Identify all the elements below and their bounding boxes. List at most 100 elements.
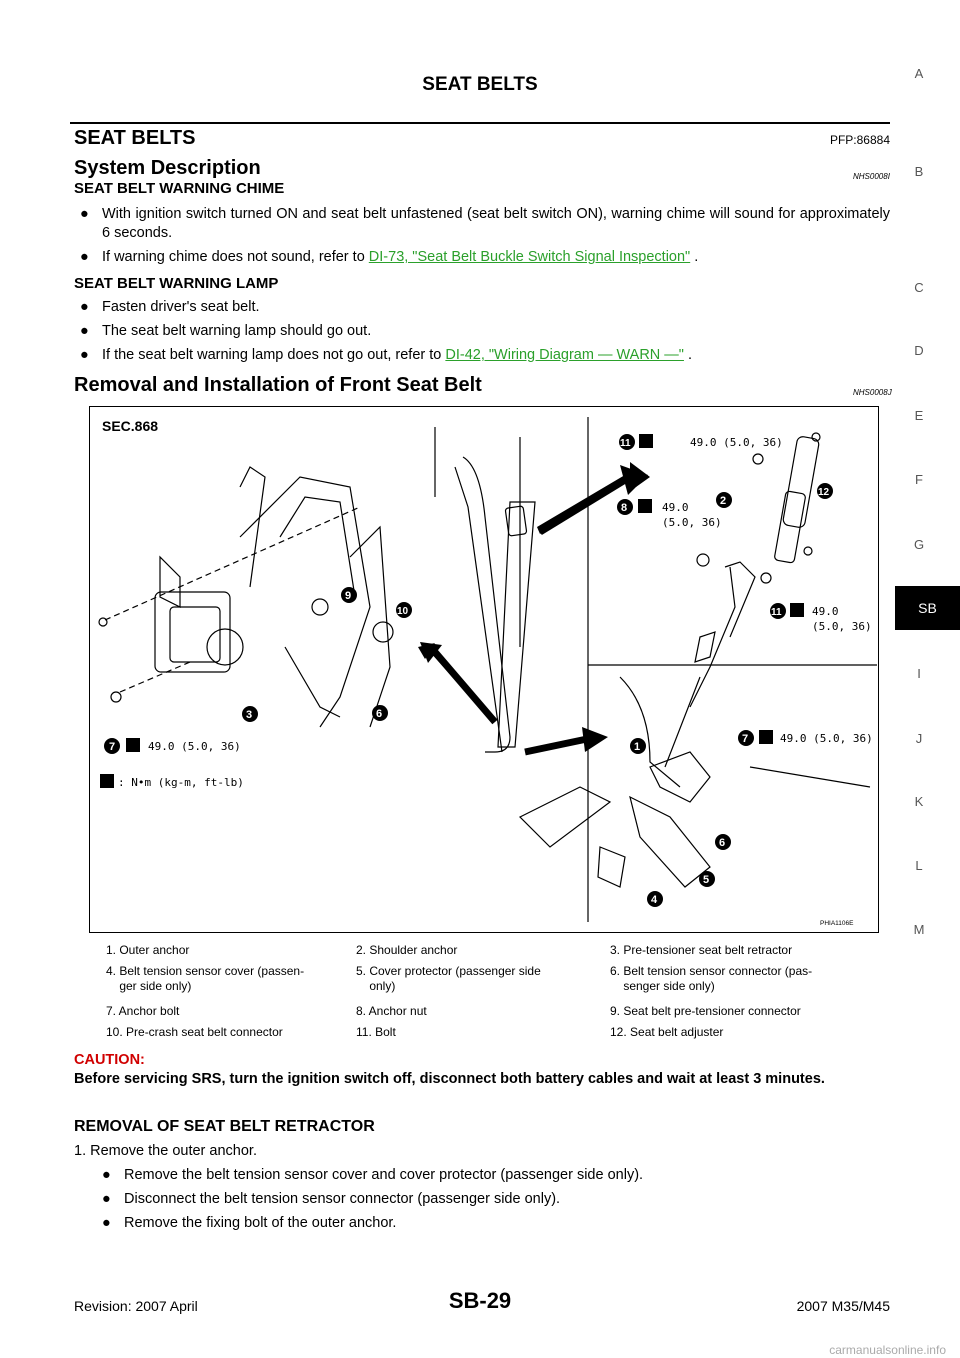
retractor-heading: REMOVAL OF SEAT BELT RETRACTOR (74, 1118, 375, 1135)
chime-bullet-2: ● If warning chime does not sound, refer… (80, 248, 890, 268)
torque-text: 49.0 (5.0, 36) (690, 436, 783, 449)
legend-item-4: 4. Belt tension sensor cover (passen- ge… (106, 964, 305, 993)
callout-11: 11 (771, 607, 782, 618)
bullet-dot: ● (80, 299, 89, 315)
torque-text-line1: 49.0 (662, 501, 689, 514)
legend-item-6: 6. Belt tension sensor connector (pas- s… (610, 964, 813, 993)
wrench-icon (759, 730, 773, 744)
side-index-k[interactable]: K (914, 794, 924, 809)
bullet-dot: ● (80, 249, 89, 265)
wrench-icon (790, 603, 804, 617)
callout-7: 7 (109, 741, 115, 753)
side-index-e[interactable]: E (914, 408, 924, 423)
bullet-dot: ● (102, 1191, 111, 1207)
watermark: carmanualsonline.info (829, 1343, 946, 1357)
footer-model: 2007 M35/M45 (796, 1298, 890, 1314)
side-index-j[interactable]: J (915, 731, 923, 746)
side-index-l[interactable]: L (915, 858, 923, 873)
callout-7: 7 (742, 733, 748, 745)
bullet-text: Fasten driver's seat belt. (102, 299, 260, 315)
legend-item-9: 9. Seat belt pre-tensioner connector (610, 1004, 801, 1018)
figure-code: PHIA1106E (820, 920, 854, 927)
bullet-text: Remove the belt tension sensor cover and… (124, 1167, 644, 1183)
legend-item-2: 2. Shoulder anchor (356, 943, 458, 957)
side-index-g[interactable]: G (913, 537, 925, 552)
torque-unit-legend: : N•m (kg-m, ft-lb) (100, 774, 244, 789)
side-index-d[interactable]: D (914, 343, 924, 358)
retractor-bullet-1: ● Remove the belt tension sensor cover a… (102, 1166, 882, 1186)
section-title: SEAT BELTS (74, 127, 196, 149)
callout-12: 12 (818, 487, 830, 498)
caution-text: Before servicing SRS, turn the ignition … (74, 1071, 825, 1087)
bullet-dot: ● (80, 323, 89, 339)
bullet-text: The seat belt warning lamp should go out… (102, 323, 372, 339)
retractor-step-1: 1. Remove the outer anchor. (74, 1143, 257, 1159)
legend-item-8: 8. Anchor nut (356, 1004, 427, 1018)
callout-11: 11 (620, 438, 631, 449)
torque-spec-top-11: 11 49.0 (5.0, 36) (619, 434, 783, 450)
lamp-bullet-3: ● If the seat belt warning lamp does not… (80, 346, 890, 366)
chime-heading: SEAT BELT WARNING CHIME (74, 180, 285, 197)
bullet-text-lead: If warning chime does not sound, refer t… (102, 249, 365, 265)
torque-unit-text: : N•m (kg-m, ft-lb) (118, 776, 244, 789)
figure-section-label: SEC.868 (102, 418, 158, 434)
seat-belt-illustration: SEC.868 PHIA1106E 7 49.0 (5.0, 36) : N•m… (98, 417, 877, 927)
seat-belt-figure: SEC.868 PHIA1106E 7 49.0 (5.0, 36) : N•m… (89, 406, 879, 933)
side-index-f[interactable]: F (915, 472, 923, 487)
side-index-b[interactable]: B (914, 164, 924, 179)
link-di-42[interactable]: DI-42, "Wiring Diagram — WARN —" (445, 347, 684, 363)
lamp-bullet-1: ● Fasten driver's seat belt. (80, 298, 890, 318)
legend-item-10: 10. Pre-crash seat belt connector (106, 1025, 283, 1039)
bullet-dot: ● (102, 1167, 111, 1183)
header-rule (70, 122, 890, 124)
removal-heading: Removal and Installation of Front Seat B… (74, 374, 482, 396)
torque-spec-lower-11: 11 49.0 (5.0, 36) (770, 603, 872, 633)
side-index-c[interactable]: C (914, 280, 924, 295)
bullet-dot: ● (80, 206, 89, 222)
retractor-bullet-2: ● Disconnect the belt tension sensor con… (102, 1190, 882, 1210)
callout-2: 2 (720, 495, 726, 507)
callout-10: 10 (397, 606, 409, 617)
callout-6: 6 (376, 708, 382, 720)
side-index-m[interactable]: M (913, 922, 925, 937)
side-index-sb-active[interactable]: SB (895, 586, 960, 630)
link-di-73[interactable]: DI-73, "Seat Belt Buckle Switch Signal I… (368, 249, 691, 265)
wrench-icon (638, 499, 652, 513)
footer-page-number: SB-29 (448, 1288, 512, 1313)
torque-spec-left: 7 49.0 (5.0, 36) (104, 738, 241, 754)
lamp-bullet-2: ● The seat belt warning lamp should go o… (80, 322, 890, 342)
bullet-text: With ignition switch turned ON and seat … (102, 206, 890, 241)
chime-bullet-1: ● With ignition switch turned ON and sea… (80, 205, 890, 245)
page-header-title: SEAT BELTS (422, 74, 538, 95)
bullet-dot: ● (80, 347, 89, 363)
wrench-icon (100, 774, 114, 788)
torque-spec-right-7: 7 49.0 (5.0, 36) (738, 730, 873, 746)
bullet-text-tail: . (690, 249, 699, 265)
bullet-text-tail: . (683, 347, 693, 363)
system-description-heading: System Description (74, 157, 261, 179)
lamp-heading: SEAT BELT WARNING LAMP (74, 275, 279, 292)
torque-text-line2: (5.0, 36) (812, 620, 872, 633)
torque-text: 49.0 (5.0, 36) (148, 740, 241, 753)
callout-4: 4 (651, 894, 658, 906)
legend-item-12: 12. Seat belt adjuster (610, 1025, 724, 1039)
side-index-i[interactable]: I (917, 666, 921, 681)
caution-heading: CAUTION: (74, 1052, 145, 1068)
legend-item-11: 11. Bolt (356, 1025, 396, 1039)
system-description-ref: NHS0008I (853, 172, 890, 181)
legend-item-7: 7. Anchor bolt (106, 1004, 180, 1018)
callout-3: 3 (246, 709, 252, 721)
torque-text-line1: 49.0 (812, 605, 839, 618)
callout-5: 5 (703, 874, 709, 886)
callout-6b: 6 (719, 837, 725, 849)
bullet-text: Disconnect the belt tension sensor conne… (124, 1191, 561, 1207)
legend-item-3: 3. Pre-tensioner seat belt retractor (610, 943, 793, 957)
wrench-icon (639, 434, 653, 448)
callout-8: 8 (621, 502, 627, 514)
callout-9: 9 (345, 590, 351, 602)
removal-ref: NHS0008J (853, 388, 892, 397)
legend-item-5: 5. Cover protector (passenger side only) (356, 964, 541, 993)
bullet-dot: ● (102, 1215, 111, 1231)
side-index-a[interactable]: A (914, 66, 924, 81)
torque-text-line2: (5.0, 36) (662, 516, 722, 529)
